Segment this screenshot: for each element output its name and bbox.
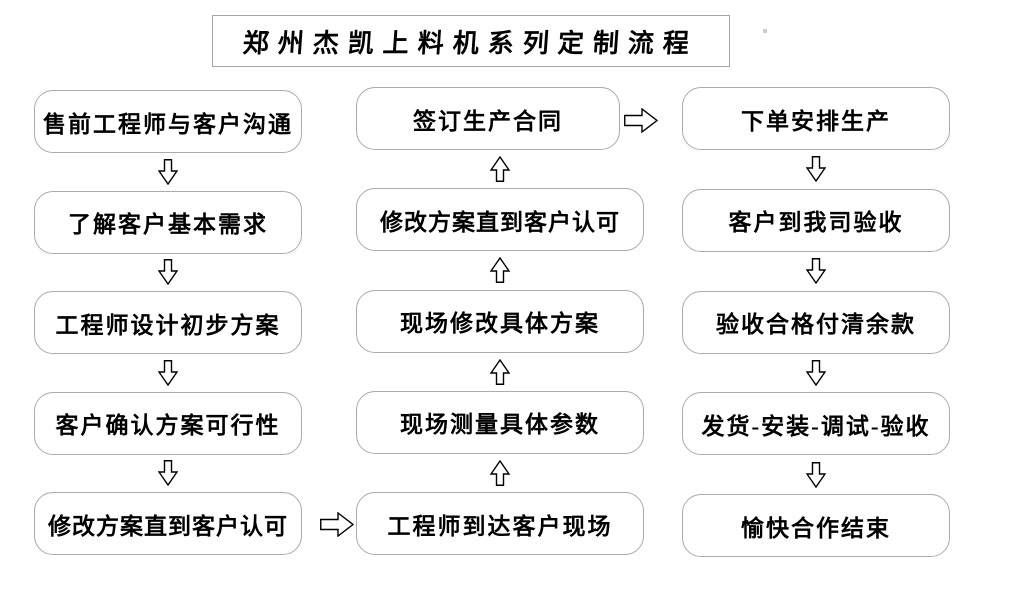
up-arrow-icon: [356, 353, 644, 391]
right-arrow-icon: [624, 108, 658, 133]
step-right-1: 下单安排生产: [682, 87, 950, 150]
down-arrow-icon: [34, 455, 302, 493]
title-box: 郑州杰凯上料机系列定制流程: [212, 15, 730, 67]
step-right-2-label: 客户到我司验收: [728, 210, 904, 236]
step-right-2: 客户到我司验收: [682, 188, 950, 252]
down-arrow-icon: [682, 354, 950, 393]
step-middle-1: 签订生产合同: [356, 87, 620, 150]
down-arrow-icon: [682, 455, 950, 494]
step-middle-2-label: 修改方案直到客户认可: [380, 209, 620, 235]
step-right-5: 愉快合作结束: [682, 494, 950, 557]
step-right-4: 发货-安装-调试-验收: [682, 392, 950, 456]
step-left-1: 售前工程师与客户沟通: [34, 90, 302, 153]
step-left-4: 客户确认方案可行性: [34, 391, 302, 455]
step-middle-4: 现场测量具体参数: [356, 390, 644, 454]
down-arrow-icon: [34, 254, 302, 292]
step-middle-5-label: 工程师到达客户现场: [387, 513, 613, 539]
up-arrow-icon: [356, 150, 644, 188]
step-left-1-label: 售前工程师与客户沟通: [43, 111, 293, 137]
step-middle-3-label: 现场修改具体方案: [400, 311, 600, 336]
step-middle-1-label: 签订生产合同: [413, 108, 563, 134]
column-middle: 签订生产合同 修改方案直到客户认可 现场修改具体方案 现场测量具体参数 工程师到…: [356, 87, 644, 555]
up-arrow-icon: [356, 251, 644, 289]
step-left-4-label: 客户确认方案可行性: [55, 413, 281, 438]
step-middle-5: 工程师到达客户现场: [356, 492, 644, 555]
up-arrow-icon: [356, 454, 644, 492]
down-arrow-icon: [682, 252, 950, 291]
step-left-2: 了解客户基本需求: [34, 190, 302, 254]
right-arrow-icon: [320, 512, 354, 537]
step-left-5: 修改方案直到客户认可: [34, 492, 302, 555]
step-middle-3: 现场修改具体方案: [356, 289, 644, 353]
step-left-2-label: 了解客户基本需求: [68, 212, 268, 237]
step-middle-4-label: 现场测量具体参数: [400, 412, 600, 438]
down-arrow-icon: [34, 354, 302, 392]
step-left-3-label: 工程师设计初步方案: [55, 312, 281, 338]
step-left-5-label: 修改方案直到客户认可: [48, 513, 288, 539]
column-right: 下单安排生产 客户到我司验收 验收合格付清余款 发货-安装-调试-验收 愉快合作…: [682, 87, 950, 557]
step-right-5-label: 愉快合作结束: [741, 515, 891, 541]
down-arrow-icon: [682, 150, 950, 189]
artifact-dot: [763, 29, 767, 33]
page-title: 郑州杰凯上料机系列定制流程: [242, 28, 700, 58]
column-left: 售前工程师与客户沟通 了解客户基本需求 工程师设计初步方案 客户确认方案可行性 …: [34, 90, 302, 555]
step-middle-2: 修改方案直到客户认可: [356, 188, 644, 252]
step-right-3-label: 验收合格付清余款: [716, 312, 916, 337]
step-right-4-label: 发货-安装-调试-验收: [701, 413, 931, 439]
step-right-1-label: 下单安排生产: [741, 108, 891, 134]
down-arrow-icon: [34, 153, 302, 191]
step-left-3: 工程师设计初步方案: [34, 291, 302, 354]
step-right-3: 验收合格付清余款: [682, 290, 950, 354]
